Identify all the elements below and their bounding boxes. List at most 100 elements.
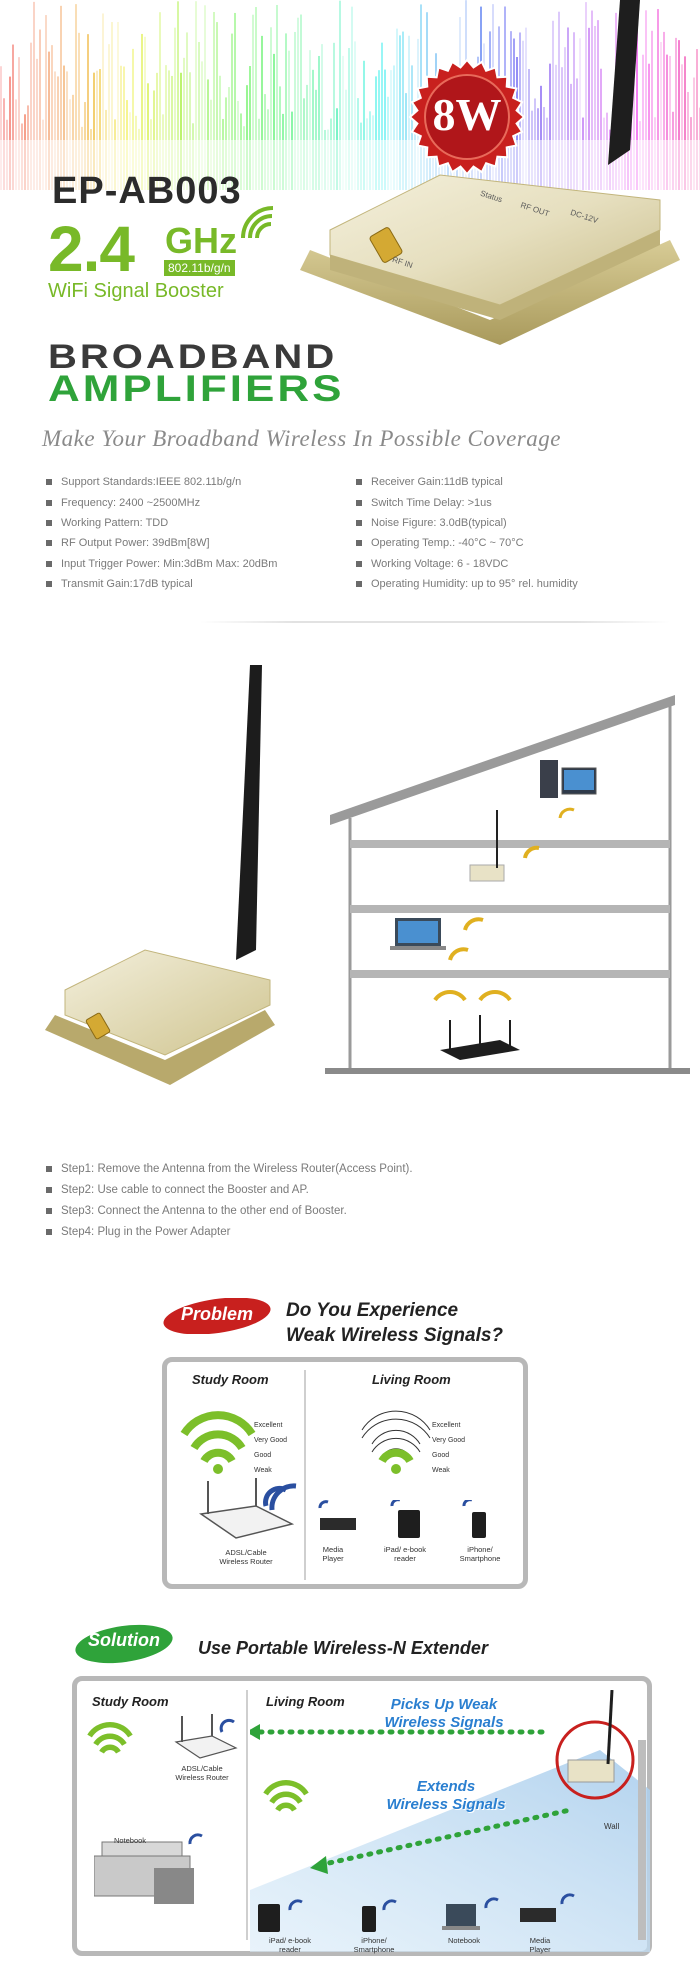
- wifi-waves-icon: [241, 206, 274, 239]
- equalizer-bar: [567, 27, 569, 190]
- spec-item: Transmit Gain:17dB typical: [46, 574, 277, 594]
- equalizer-bar: [321, 44, 323, 191]
- antenna-shape: [608, 0, 640, 165]
- equalizer-bar: [576, 78, 578, 190]
- weak-signal-icon: [358, 1410, 434, 1474]
- equalizer-bar: [696, 49, 698, 190]
- equalizer-bar: [597, 20, 599, 190]
- spec-item: Support Standards:IEEE 802.11b/g/n: [46, 472, 277, 492]
- equalizer-bar: [93, 72, 95, 190]
- equalizer-bar: [51, 45, 53, 191]
- equalizer-bar: [246, 85, 248, 190]
- equalizer-bar: [216, 22, 218, 190]
- spec-column-right: Receiver Gain:11dB typical Switch Time D…: [356, 472, 578, 594]
- signal-label: Very Good: [254, 1437, 288, 1444]
- equalizer-bar: [273, 53, 275, 190]
- equalizer-bar: [66, 71, 68, 190]
- equalizer-bar: [63, 65, 65, 190]
- notebook-label: Notebook: [113, 1836, 147, 1845]
- spec-item: Operating Temp.: -40°C ~ 70°C: [356, 533, 578, 553]
- spec-item: Noise Figure: 3.0dB(typical): [356, 513, 578, 533]
- spec-column-left: Support Standards:IEEE 802.11b/g/n Frequ…: [46, 472, 277, 594]
- step-item: Step3: Connect the Antenna to the other …: [46, 1200, 413, 1221]
- extended-signal-icon: [263, 1779, 309, 1812]
- equalizer-bar: [213, 12, 215, 191]
- bullet-icon: [356, 499, 362, 506]
- problem-panel: [162, 1357, 528, 1589]
- notebook-computer-icon: [94, 1833, 203, 1904]
- step-item: Step1: Remove the Antenna from the Wirel…: [46, 1158, 413, 1179]
- bullet-icon: [46, 1186, 52, 1193]
- equalizer-bar: [594, 26, 596, 190]
- equalizer-bar: [588, 27, 590, 191]
- equalizer-bar: [180, 72, 182, 190]
- equalizer-bar: [108, 44, 110, 190]
- equalizer-bar: [558, 11, 560, 190]
- equalizer-bar: [141, 33, 143, 190]
- bullet-icon: [46, 540, 52, 547]
- equalizer-bar: [285, 33, 287, 191]
- equalizer-bar: [147, 83, 149, 190]
- problem-title: Do You Experience Weak Wireless Signals?: [286, 1300, 504, 1346]
- bullet-icon: [46, 519, 52, 526]
- device-label: iPhone/Smartphone: [353, 1936, 395, 1954]
- equalizer-bar: [678, 40, 680, 190]
- wall-label: Wall: [604, 1822, 620, 1831]
- booster-device-image: [300, 0, 680, 345]
- study-room-title: Study Room: [192, 1372, 269, 1387]
- equalizer-bar: [375, 76, 377, 190]
- living-room-title: Living Room: [372, 1372, 451, 1387]
- equalizer-bar: [204, 5, 206, 190]
- equalizer-bar: [78, 32, 80, 190]
- equalizer-bar: [159, 12, 161, 191]
- equalizer-bar: [111, 22, 113, 190]
- equalizer-bar: [195, 1, 197, 190]
- equalizer-bar: [120, 65, 122, 190]
- equalizer-bar: [600, 68, 602, 190]
- bullet-icon: [356, 519, 362, 526]
- equalizer-bar: [87, 34, 89, 190]
- equalizer-bar: [561, 67, 563, 190]
- equalizer-bar: [249, 66, 251, 190]
- equalizer-bar: [294, 31, 296, 190]
- equalizer-bar: [345, 89, 347, 190]
- bullet-icon: [356, 540, 362, 547]
- equalizer-bar: [399, 35, 401, 191]
- equalizer-bar: [228, 87, 230, 190]
- equalizer-bar: [591, 10, 593, 191]
- rf-connector: [85, 1012, 111, 1040]
- antenna-shape: [236, 665, 262, 960]
- equalizer-bar: [183, 57, 185, 190]
- device-flange: [300, 240, 680, 345]
- equalizer-bar: [408, 35, 410, 191]
- signal-label: Excellent: [432, 1422, 461, 1429]
- product-subtitle: WiFi Signal Booster: [48, 280, 224, 302]
- signal-label: Good: [432, 1452, 450, 1459]
- signal-label: Very Good: [432, 1437, 466, 1444]
- equalizer-bar: [390, 70, 392, 190]
- house-installation-diagram: [325, 695, 690, 1074]
- equalizer-bar: [525, 27, 527, 190]
- equalizer-bar: [651, 30, 653, 190]
- equalizer-bar: [570, 83, 572, 190]
- device-side: [330, 230, 660, 320]
- device-label: Notebook: [447, 1936, 481, 1945]
- device-flange: [45, 1010, 275, 1085]
- equalizer-bar: [552, 20, 554, 190]
- equalizer-bar: [339, 0, 341, 191]
- rainbow-equalizer-background: [0, 0, 700, 200]
- spec-item: RF Output Power: 39dBm[8W]: [46, 533, 277, 553]
- equalizer-bar: [288, 50, 290, 190]
- spec-item: Switch Time Delay: >1us: [356, 492, 578, 512]
- study-room-title: Study Room: [92, 1694, 169, 1709]
- equalizer-bar: [342, 55, 344, 191]
- equalizer-bar: [519, 32, 521, 190]
- equalizer-bar: [117, 22, 119, 191]
- signal-label: Excellent: [254, 1422, 283, 1429]
- spec-item: Working Voltage: 6 - 18VDC: [356, 554, 578, 574]
- equalizer-bar: [276, 4, 278, 191]
- equalizer-bar: [540, 85, 542, 190]
- equalizer-bar: [198, 42, 200, 190]
